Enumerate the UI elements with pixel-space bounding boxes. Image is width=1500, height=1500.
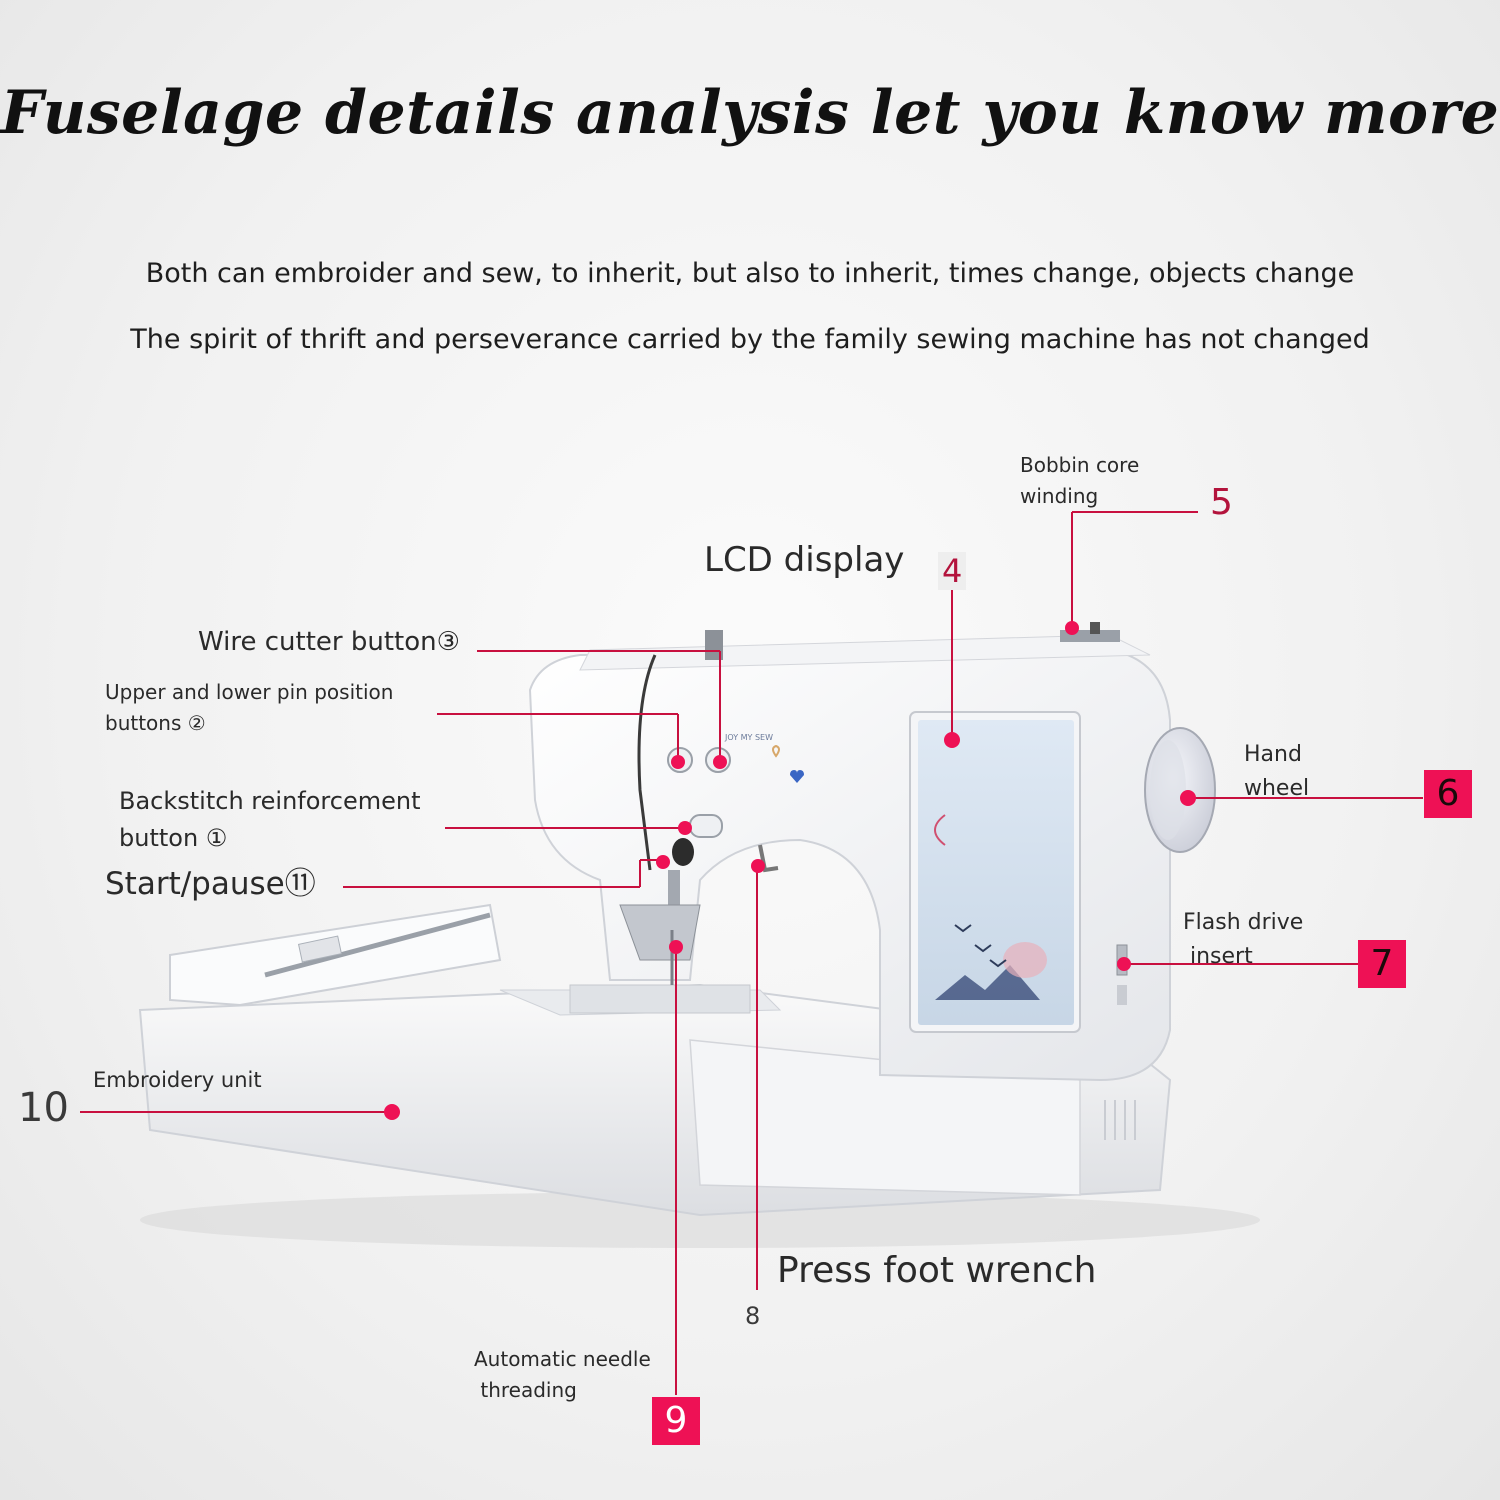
- dot-backstitch: [678, 821, 692, 835]
- press-foot-lever: [758, 844, 779, 873]
- thread-tension-top: [705, 630, 723, 660]
- subtitle-line-1: Both can embroider and sew, to inherit, …: [145, 258, 1355, 289]
- label-wire-cutter-button: Wire cutter button③: [198, 627, 460, 657]
- label-flash-drive-line-2: insert: [1183, 944, 1253, 969]
- label-pin-position-buttons: Upper and lower pin position buttons ②: [105, 677, 393, 739]
- label-lcd-display: LCD display: [704, 540, 905, 580]
- dot-embroidery-unit: [384, 1104, 400, 1120]
- callout-number-8: 8: [745, 1302, 761, 1330]
- brand-text: JOY MY SEW: [724, 733, 773, 742]
- lcd-motif-ring: [934, 814, 946, 846]
- subtitle-line-2: The spirit of thrift and perseverance ca…: [130, 324, 1370, 355]
- heart-outline-icon: [772, 744, 780, 758]
- heart-icon: [790, 770, 804, 783]
- lcd-motif-birds: [954, 924, 1007, 968]
- page-title: Fuselage details analysis let you know m…: [0, 78, 1500, 148]
- label-flash-drive-line-1: Flash drive: [1183, 910, 1304, 935]
- label-hand-wheel-line-1: Hand: [1244, 742, 1302, 767]
- label-backstitch-line-1: Backstitch reinforcement: [119, 787, 421, 815]
- dot-start-pause: [656, 855, 670, 869]
- callout-number-5: 5: [1210, 482, 1233, 523]
- label-pin-position-line-1: Upper and lower pin position: [105, 680, 394, 704]
- throat-plate: [569, 984, 751, 1014]
- callout-number-9: 9: [652, 1397, 700, 1445]
- label-needle-threading-line-2: threading: [474, 1378, 577, 1402]
- label-needle-threading-line-1: Automatic needle: [474, 1347, 651, 1371]
- start-pause-knob: [672, 838, 694, 866]
- dot-hand-wheel: [1180, 790, 1196, 806]
- label-start-pause: Start/pause⑪: [105, 866, 316, 902]
- callout-number-10: 10: [18, 1085, 69, 1131]
- callout-number-7: 7: [1358, 940, 1406, 988]
- thread-guide: [637, 654, 657, 871]
- dot-bobbin: [1065, 621, 1079, 635]
- dot-wire-cutter: [713, 755, 727, 769]
- dot-lcd: [944, 732, 960, 748]
- embroidery-rail: [264, 912, 491, 978]
- machine-top: [579, 634, 1151, 671]
- callout-number-4: 4: [938, 552, 967, 590]
- label-hand-wheel: Hand wheel: [1244, 738, 1309, 806]
- label-bobbin-core-winding: Bobbin core winding: [1020, 450, 1139, 512]
- label-pin-position-line-2: buttons ②: [105, 711, 206, 735]
- callout-number-6: 6: [1424, 770, 1472, 818]
- label-hand-wheel-line-2: wheel: [1244, 776, 1310, 801]
- dot-needle-threading: [669, 940, 683, 954]
- dot-pin-position: [671, 755, 685, 769]
- dot-flash-drive: [1117, 957, 1131, 971]
- label-bobbin-line-1: Bobbin core: [1020, 453, 1140, 477]
- lcd-motif-blossom: [1003, 942, 1047, 978]
- label-press-foot-wrench: Press foot wrench: [777, 1250, 1097, 1291]
- dot-press-foot: [751, 859, 765, 873]
- label-bobbin-line-2: winding: [1020, 484, 1099, 508]
- label-backstitch-line-2: button ①: [119, 824, 228, 852]
- label-embroidery-unit: Embroidery unit: [93, 1068, 262, 1092]
- label-backstitch-button: Backstitch reinforcement button ①: [119, 783, 420, 857]
- vent-slots: [1104, 1100, 1136, 1140]
- label-automatic-needle-threading: Automatic needle threading: [474, 1344, 651, 1406]
- machine-shadow: [140, 1192, 1260, 1248]
- hoop-clip: [297, 935, 343, 963]
- label-flash-drive-insert: Flash drive insert: [1183, 906, 1303, 974]
